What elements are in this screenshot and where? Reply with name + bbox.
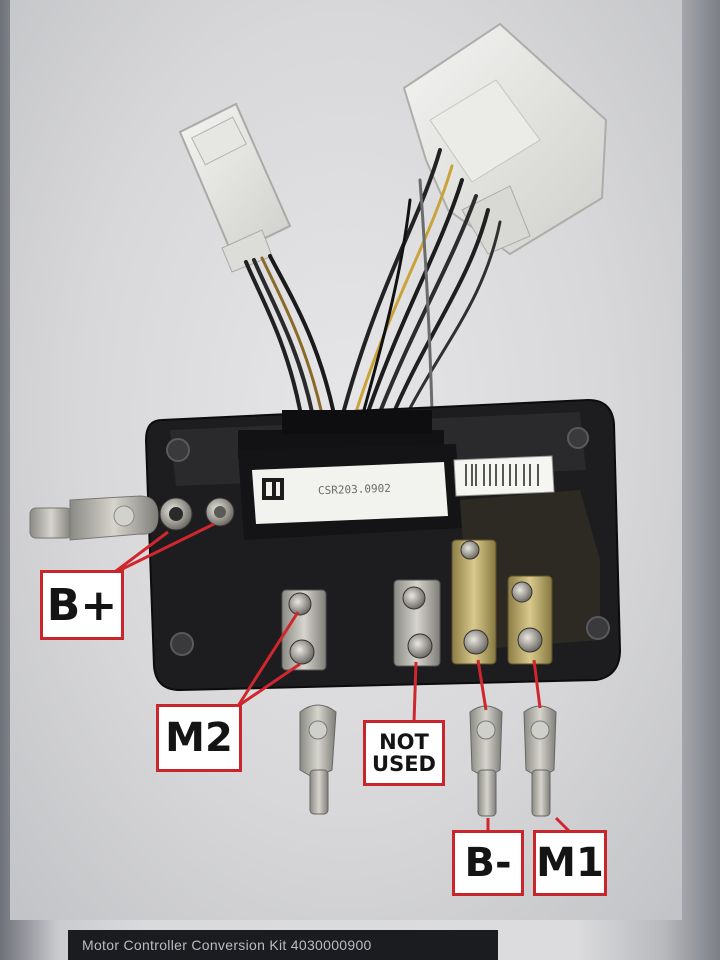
- loose-ring-lug: [469, 705, 503, 817]
- b-plus-terminal: [29, 495, 235, 541]
- callout-b-plus: B+: [40, 570, 124, 640]
- callout-not-used-line2: USED: [372, 752, 436, 776]
- loose-ring-lug: [299, 704, 337, 815]
- callout-m1: M1: [533, 830, 607, 896]
- callout-not-used: NOT USED: [363, 720, 445, 786]
- image-caption: Motor Controller Conversion Kit 40300009…: [68, 930, 498, 960]
- leader-lines: [111, 522, 572, 834]
- m2-terminal: [281, 589, 327, 671]
- callout-m2-text: M2: [165, 715, 233, 761]
- callout-not-used-line1: NOT: [379, 729, 429, 754]
- b-minus-terminal: [451, 539, 497, 665]
- wire-harness: [244, 148, 502, 416]
- not-used-terminal: [393, 579, 441, 667]
- mounting-hole: [170, 632, 194, 656]
- callout-b-plus-text: B+: [46, 579, 118, 631]
- small-connector-plug: [178, 102, 292, 273]
- callout-b-minus: B-: [452, 830, 524, 896]
- callout-b-minus-text: B-: [464, 840, 512, 886]
- m1-terminal: [507, 575, 553, 665]
- mounting-hole: [567, 427, 589, 449]
- loose-ring-lug: [523, 705, 557, 817]
- barcode-sticker: [453, 455, 555, 497]
- callout-m1-text: M1: [536, 840, 604, 886]
- pin-header: [282, 410, 432, 434]
- brand-logo: [262, 478, 284, 500]
- mounting-hole: [586, 616, 610, 640]
- mounting-hole: [166, 438, 190, 462]
- controller-model-label: CSR203.0902: [317, 481, 392, 498]
- callout-m2: M2: [156, 704, 242, 772]
